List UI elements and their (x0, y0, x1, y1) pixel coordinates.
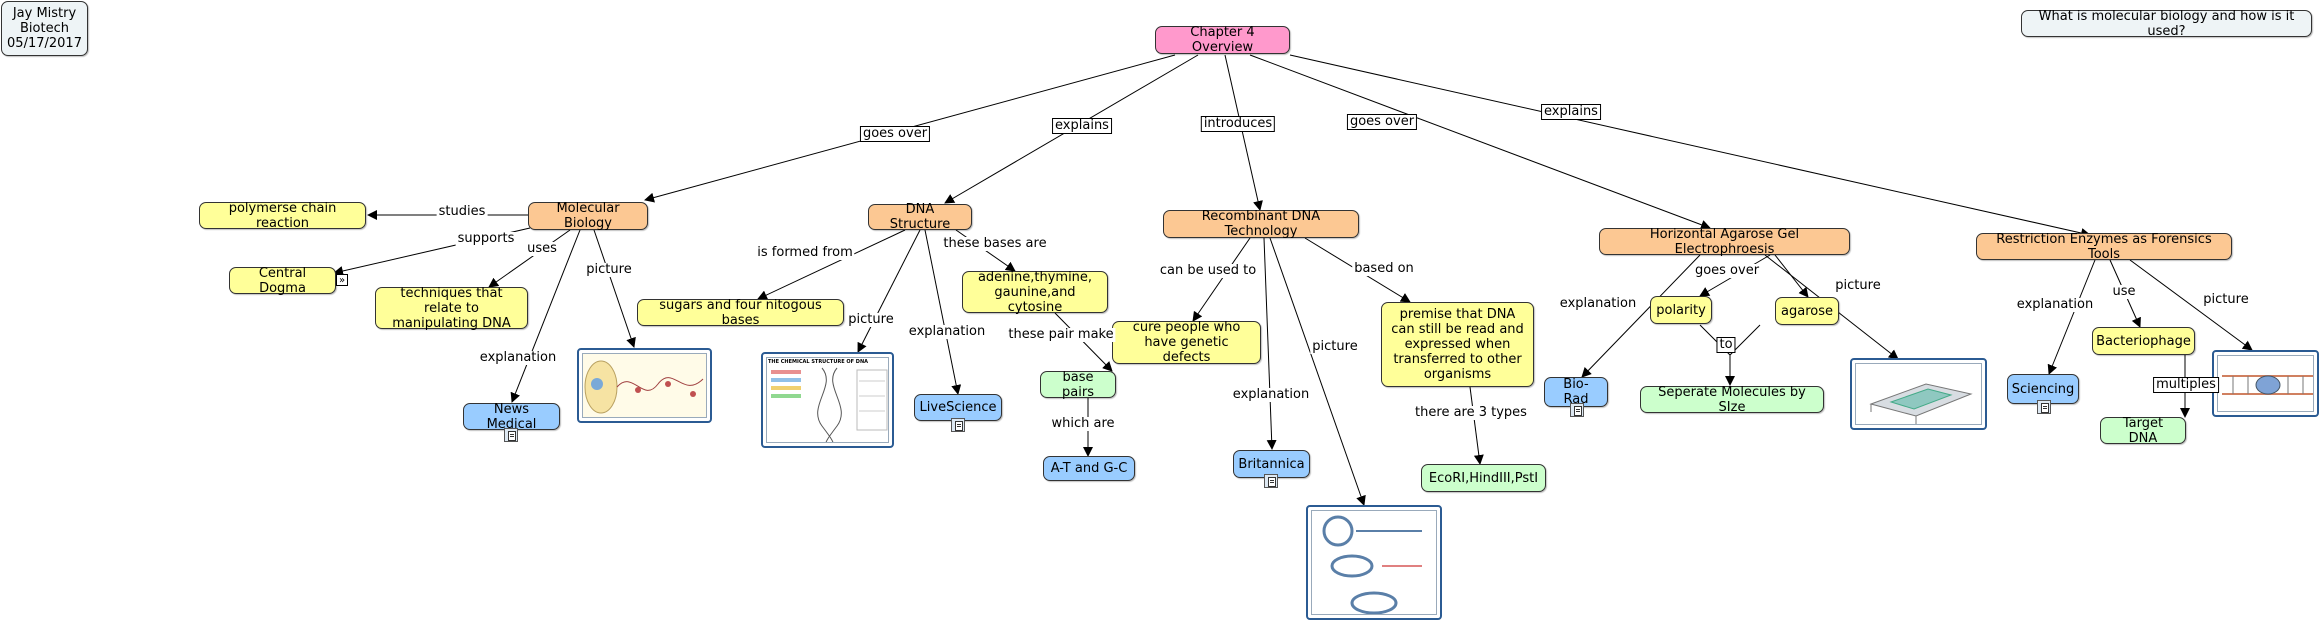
link-studies: studies (436, 204, 488, 219)
concept-dna-structure[interactable]: DNA Structure (868, 202, 972, 232)
resource-news-medical[interactable]: News Medical (463, 402, 560, 432)
expand-icon[interactable]: » (336, 274, 348, 286)
resource-link-icon[interactable] (2037, 400, 2051, 414)
picture-plasmid-diagram[interactable] (1306, 505, 1442, 620)
picture-title: THE CHEMICAL STRUCTURE OF DNA (768, 359, 869, 365)
concept-base-pairs[interactable]: base pairs (1040, 370, 1116, 400)
author-note: Jay Mistry Biotech 05/17/2017 (1, 1, 88, 56)
link-picture: picture (584, 262, 634, 277)
concept-bacteriophage[interactable]: Bacteriophage (2092, 327, 2195, 355)
link-explanation: explanation (477, 350, 559, 365)
concept-restriction-enzymes[interactable]: Restriction Enzymes as Forensics Tools (1976, 232, 2232, 262)
concept-premise[interactable]: premise that DNA can still be read and e… (1381, 302, 1534, 387)
concept-pcr[interactable]: polymerse chain reaction (199, 201, 366, 231)
concept-bases[interactable]: adenine,thymine, gaunine,and cytosine (962, 270, 1108, 315)
link-there-are-3-types: there are 3 types (1413, 405, 1529, 420)
concept-target-dna[interactable]: Target DNA (2100, 416, 2186, 446)
picture-cell-diagram[interactable] (577, 348, 712, 423)
link-explains: explains (1541, 104, 1601, 120)
link-multiples: multiples (2153, 377, 2219, 393)
link-these-bases-are: these bases are (941, 236, 1049, 251)
link-supports: supports (455, 231, 517, 246)
link-picture: picture (846, 312, 896, 327)
link-introduces: introduces (1200, 116, 1276, 132)
link-use: use (2110, 284, 2138, 299)
concept-gel-electrophoresis[interactable]: Horizontal Agarose Gel Electrophroesis (1599, 227, 1850, 257)
link-goes-over: goes over (1692, 263, 1762, 278)
concept-agarose[interactable]: agarose (1775, 297, 1839, 325)
link-picture: picture (2201, 292, 2251, 307)
link-goes-over: goes over (859, 126, 931, 142)
link-explanation: explanation (1230, 387, 1312, 402)
concept-techniques[interactable]: techniques that relate to manipulating D… (375, 286, 528, 331)
concept-molecular-biology[interactable]: Molecular Biology (528, 201, 648, 231)
link-which-are: which are (1049, 416, 1117, 431)
link-explanation: explanation (2014, 297, 2096, 312)
cell-illustration (584, 360, 704, 414)
link-goes-over: goes over (1346, 114, 1418, 130)
link-explanation: explanation (906, 324, 988, 339)
link-to: to (1716, 337, 1736, 353)
resource-link-icon[interactable] (1570, 403, 1584, 417)
resource-link-icon[interactable] (951, 418, 965, 432)
resource-link-icon[interactable] (1264, 474, 1278, 488)
concept-at-gc[interactable]: A-T and G-C (1043, 456, 1135, 481)
gel-illustration (1869, 383, 1973, 424)
root-concept[interactable]: Chapter 4 Overview (1155, 25, 1290, 55)
link-these-pair-make: these pair make (1006, 327, 1116, 342)
restriction-illustration (2222, 375, 2313, 395)
resource-bio-rad[interactable]: Bio-Rad (1544, 377, 1608, 407)
link-explanation: explanation (1557, 296, 1639, 311)
link-uses: uses (525, 241, 559, 256)
plasmid-illustration (1322, 515, 1422, 614)
dna-chart-illustration (771, 367, 888, 442)
concept-recombinant-dna[interactable]: Recombinant DNA Technology (1163, 209, 1359, 239)
picture-restriction-dna[interactable] (2212, 350, 2319, 417)
picture-gel-box[interactable] (1850, 358, 1987, 430)
concept-central-dogma[interactable]: Central Dogma (229, 266, 336, 296)
focus-question: What is molecular biology and how is it … (2021, 9, 2312, 39)
resource-livescience[interactable]: LiveScience (914, 394, 1002, 421)
concept-polarity[interactable]: polarity (1650, 296, 1712, 324)
link-is-formed-from: is formed from (755, 245, 855, 260)
link-can-be-used-to: can be used to (1157, 263, 1259, 278)
link-based-on: based on (1352, 261, 1416, 276)
picture-dna-structure-chart[interactable]: THE CHEMICAL STRUCTURE OF DNA (761, 352, 894, 448)
concept-cure-people[interactable]: cure people who have genetic defects (1112, 320, 1261, 365)
link-explains: explains (1052, 118, 1112, 134)
link-picture: picture (1833, 278, 1883, 293)
resource-link-icon[interactable] (504, 428, 518, 442)
concept-restriction-types[interactable]: EcoRI,HindIII,PstI (1421, 464, 1546, 492)
link-picture: picture (1310, 339, 1360, 354)
concept-seperate-molecules[interactable]: Seperate Molecules by SIze (1640, 385, 1824, 415)
concept-sugars-bases[interactable]: sugars and four nitogous bases (637, 298, 844, 328)
